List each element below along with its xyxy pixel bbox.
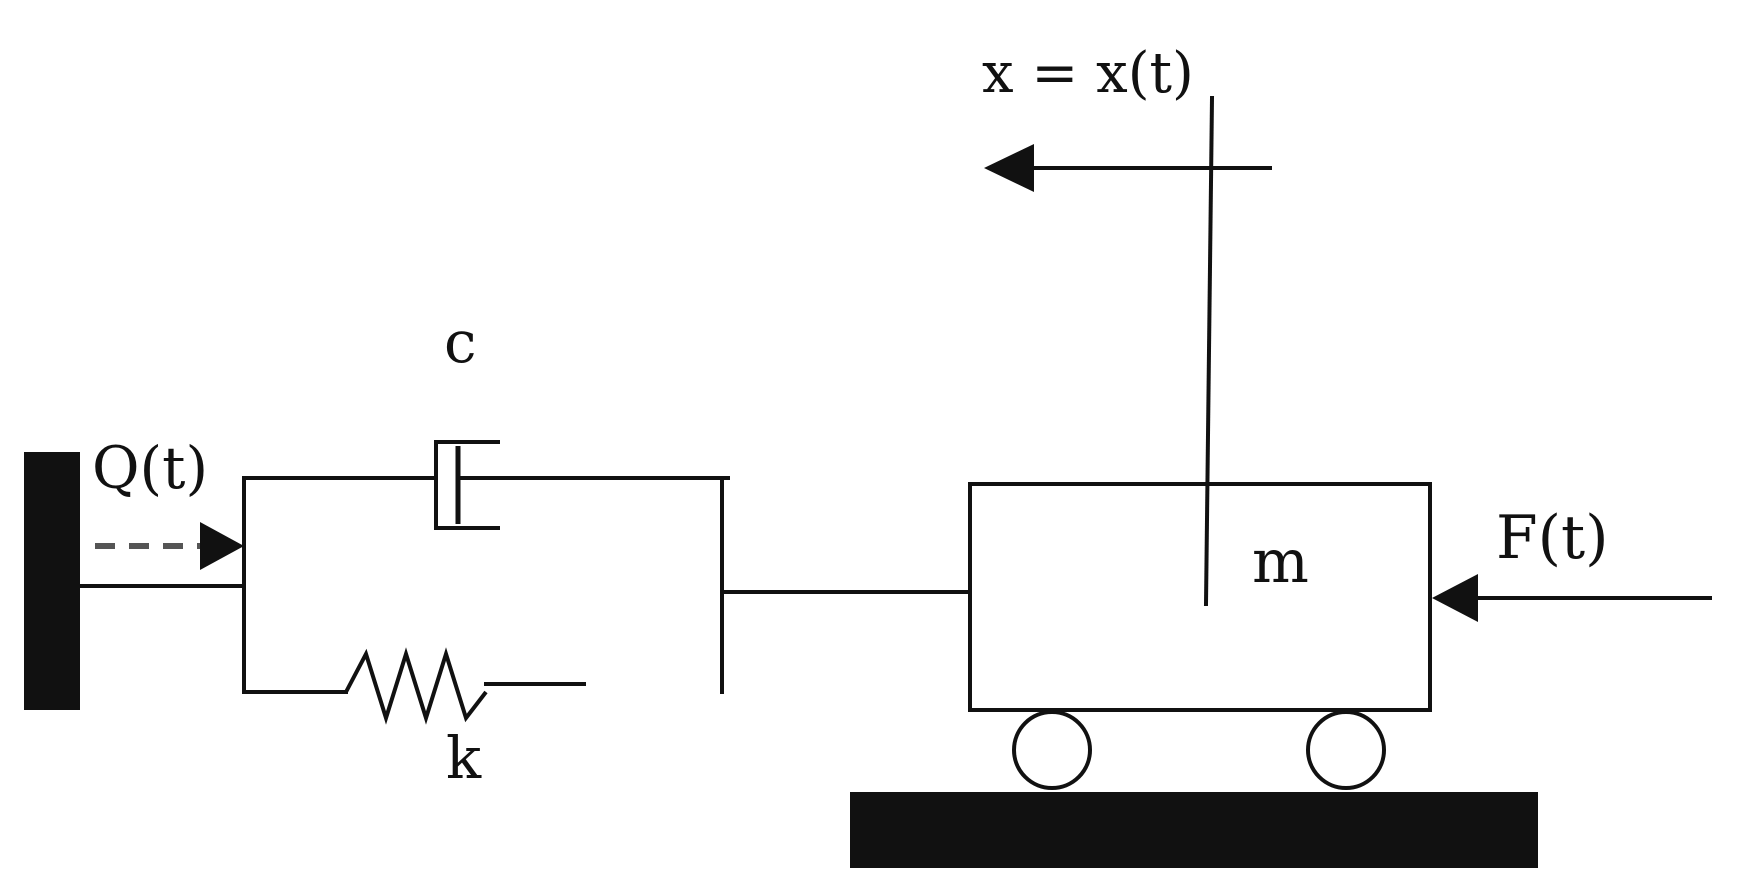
force-arrowhead: [1432, 574, 1478, 622]
mass-label: m: [1252, 527, 1309, 597]
ground: [850, 792, 1538, 868]
base-input-label: Q(t): [92, 434, 208, 502]
displacement-label: x = x(t): [982, 41, 1194, 106]
mass-block: [968, 482, 1432, 712]
left-wheel: [1012, 710, 1092, 790]
base-input-arrowhead: [200, 522, 244, 570]
right-wheel: [1306, 710, 1386, 790]
spring-coil: [344, 647, 488, 725]
damper-label: c: [444, 308, 476, 376]
spring-label: k: [446, 724, 482, 792]
damper-cylinder: [434, 440, 500, 530]
displacement-arrowhead: [984, 144, 1034, 192]
fixed-wall: [24, 452, 80, 710]
displacement-reference-line: [1203, 95, 1215, 607]
force-label: F(t): [1496, 503, 1609, 573]
